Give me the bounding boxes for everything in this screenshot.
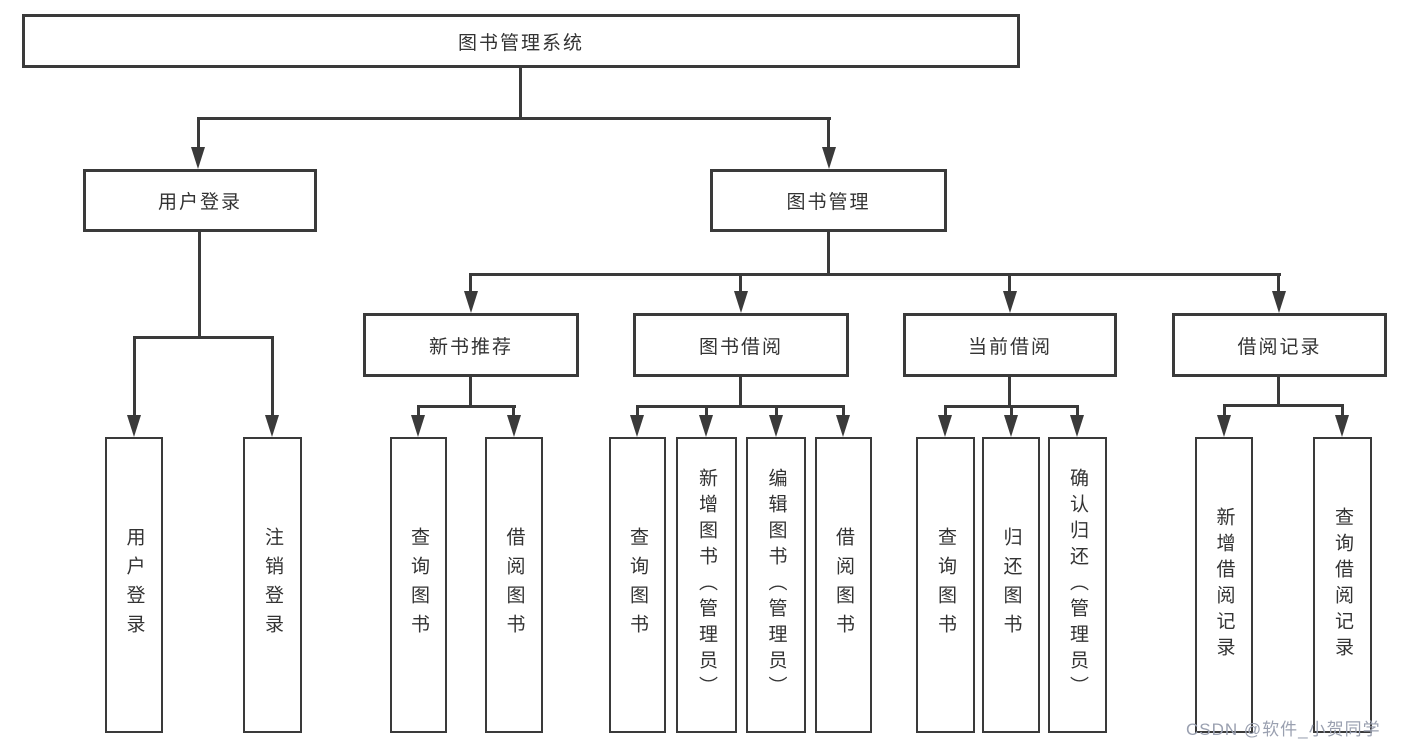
connector-line <box>133 336 274 339</box>
connector-line <box>944 408 947 415</box>
connector-line <box>1341 407 1344 415</box>
connector-arrowhead <box>1217 415 1231 437</box>
node-borrow-records: 借阅记录 <box>1172 313 1387 377</box>
leaf-add-borrow-record: 新增借阅记录 <box>1195 437 1253 733</box>
connector-line <box>133 339 136 415</box>
connector-arrowhead <box>1003 291 1017 313</box>
connector-line <box>739 377 742 405</box>
connector-arrowhead <box>507 415 521 437</box>
connector-line <box>1076 408 1079 415</box>
connector-line <box>1277 377 1280 404</box>
connector-arrowhead <box>699 415 713 437</box>
connector-line <box>1223 404 1344 407</box>
connector-line <box>1008 276 1011 291</box>
connector-line <box>775 408 778 415</box>
leaf-query-books-current: 查询图书 <box>916 437 975 733</box>
connector-arrowhead <box>769 415 783 437</box>
leaf-edit-books-admin: 编辑图书（管理员） <box>746 437 806 733</box>
connector-line <box>417 408 420 415</box>
connector-arrowhead <box>191 147 205 169</box>
connector-arrowhead <box>1004 415 1018 437</box>
node-library-system: 图书管理系统 <box>22 14 1020 68</box>
node-current-borrow: 当前借阅 <box>903 313 1117 377</box>
leaf-label: 查询图书 <box>408 527 429 643</box>
connector-line <box>842 408 845 415</box>
connector-line <box>1277 276 1280 291</box>
node-user-login: 用户登录 <box>83 169 317 232</box>
connector-line <box>944 405 1079 408</box>
connector-line <box>469 276 472 291</box>
leaf-query-books-recommend: 查询图书 <box>390 437 447 733</box>
connector-arrowhead <box>938 415 952 437</box>
leaf-query-borrow-record: 查询借阅记录 <box>1313 437 1372 733</box>
connector-line <box>469 377 472 405</box>
connector-arrowhead <box>734 291 748 313</box>
connector-line <box>1223 407 1226 415</box>
leaf-label: 注销登录 <box>262 527 283 643</box>
connector-arrowhead <box>1070 415 1084 437</box>
connector-line <box>1010 408 1013 415</box>
leaf-query-books-borrow: 查询图书 <box>609 437 666 733</box>
leaf-add-books-admin: 新增图书（管理员） <box>676 437 737 733</box>
connector-line <box>1008 377 1011 405</box>
leaf-label: 查询借阅记录 <box>1332 507 1353 663</box>
leaf-confirm-return-admin: 确认归还（管理员） <box>1048 437 1107 733</box>
connector-line <box>417 405 516 408</box>
connector-line <box>469 273 1281 276</box>
leaf-borrow-books: 借阅图书 <box>815 437 872 733</box>
leaf-label: 新增图书（管理员） <box>696 468 717 702</box>
connector-line <box>197 120 200 147</box>
watermark: CSDN @软件_小贺同学 <box>1186 720 1381 739</box>
connector-arrowhead <box>1335 415 1349 437</box>
leaf-borrow-books-recommend: 借阅图书 <box>485 437 543 733</box>
leaf-logout: 注销登录 <box>243 437 302 733</box>
leaf-label: 借阅图书 <box>503 527 525 643</box>
leaf-label: 借阅图书 <box>833 527 854 643</box>
node-new-book-recommend: 新书推荐 <box>363 313 579 377</box>
leaf-label: 用户登录 <box>123 527 145 643</box>
leaf-label: 新增借阅记录 <box>1213 507 1235 663</box>
connector-arrowhead <box>411 415 425 437</box>
connector-arrowhead <box>836 415 850 437</box>
connector-arrowhead <box>630 415 644 437</box>
leaf-label: 归还图书 <box>1000 527 1022 643</box>
connector-line <box>519 68 522 117</box>
leaf-label: 确认归还（管理员） <box>1067 468 1088 702</box>
leaf-label: 查询图书 <box>935 527 956 643</box>
leaf-label: 查询图书 <box>627 527 648 643</box>
connector-arrowhead <box>265 415 279 437</box>
connector-line <box>197 117 831 120</box>
connector-line <box>739 276 742 291</box>
connector-arrowhead <box>1272 291 1286 313</box>
node-book-borrow: 图书借阅 <box>633 313 849 377</box>
leaf-user-login: 用户登录 <box>105 437 163 733</box>
leaf-label: 编辑图书（管理员） <box>765 468 787 702</box>
connector-line <box>705 408 708 415</box>
connector-line <box>271 339 274 415</box>
connector-arrowhead <box>822 147 836 169</box>
connector-line <box>636 405 845 408</box>
connector-arrowhead <box>127 415 141 437</box>
connector-line <box>636 408 639 415</box>
node-book-management: 图书管理 <box>710 169 947 232</box>
connector-line <box>198 232 201 336</box>
connector-line <box>827 232 830 273</box>
connector-line <box>512 408 515 415</box>
connector-line <box>827 120 830 147</box>
connector-arrowhead <box>464 291 478 313</box>
leaf-return-books: 归还图书 <box>982 437 1040 733</box>
